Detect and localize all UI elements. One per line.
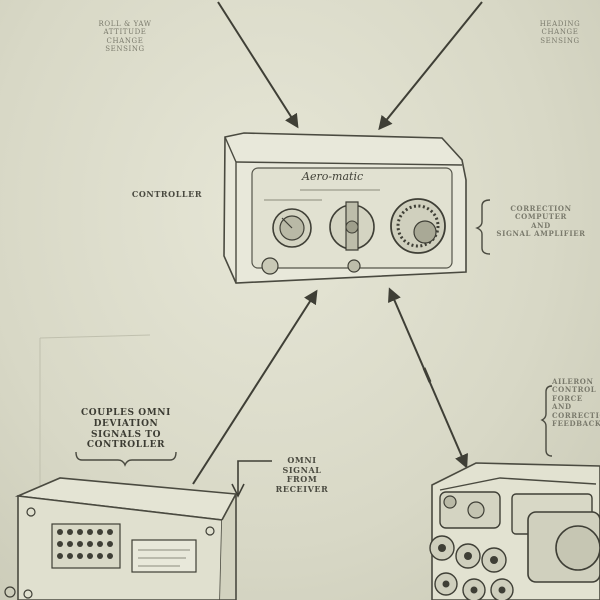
label-line: CONTROL [552, 385, 597, 395]
coupler-nameplate [131, 539, 197, 573]
controller-brand: Aero-matic [301, 170, 363, 183]
label-line: FROM [286, 474, 318, 485]
indicator-lamp [261, 257, 279, 275]
label-line: RECEIVER [275, 483, 329, 494]
label-line: AND [552, 402, 572, 412]
label-heading-sensing: HEADING CHANGE SENSING [520, 20, 600, 45]
label-line: SIGNALS TO [90, 429, 162, 440]
arrow-servo-tick [422, 367, 432, 383]
label-aileron-control: AILERON CONTROL FORCE AND CORRECTION FEE… [552, 378, 600, 428]
label-line: DEVIATION [93, 418, 159, 429]
label-roll-yaw-sensing: ROLL & YAW ATTITUDE CHANGE SENSING [70, 20, 180, 54]
label-line: AILERON [552, 378, 594, 386]
label-line: COUPLES OMNI [81, 408, 171, 418]
page-line [39, 334, 151, 339]
label-omni-signal: OMNI SIGNAL FROM RECEIVER [262, 455, 342, 494]
aileron-brace [540, 385, 553, 457]
label-line: CHANGE [541, 28, 579, 37]
label-line: HEADING [539, 20, 581, 28]
label-line: FORCE [552, 393, 583, 403]
servo-unit [429, 462, 600, 600]
omni-signal-arrowhead [231, 483, 245, 498]
label-line: ATTITUDE [103, 28, 147, 37]
controller-unit: Aero-matic [223, 132, 467, 284]
label-line: SENSING [105, 45, 145, 54]
label-line: CORRECTION [510, 204, 572, 213]
label-line: AND [531, 220, 551, 230]
label-line: COMPUTER [515, 212, 567, 222]
label-line: SENSING [540, 36, 580, 45]
label-line: CONTROLLER [86, 440, 166, 451]
label-line: CHANGE [106, 36, 144, 45]
arrow-coupler-to-controller [192, 289, 318, 485]
label-line: ROLL & YAW [98, 20, 152, 28]
label-couples-omni: COUPLES OMNI DEVIATION SIGNALS TO CONTRO… [66, 408, 186, 451]
omni-signal-line [237, 460, 272, 496]
label-line: FEEDBACK [552, 418, 600, 428]
omni-coupler-unit [4, 477, 238, 600]
label-line: OMNI [287, 455, 317, 465]
label-line: SIGNAL [282, 464, 322, 475]
label-line: CORRECTION [552, 410, 600, 420]
label-controller: CONTROLLER [131, 189, 203, 199]
label-correction-computer: CORRECTION COMPUTER AND SIGNAL AMPLIFIER [486, 204, 596, 239]
label-line: SIGNAL AMPLIFIER [496, 229, 586, 239]
arrow-roll-to-controller [217, 1, 299, 129]
computer-brace [475, 199, 491, 255]
arrow-heading-to-controller [378, 1, 483, 131]
coupler-brace [75, 451, 177, 467]
pointer-knob [347, 259, 361, 273]
